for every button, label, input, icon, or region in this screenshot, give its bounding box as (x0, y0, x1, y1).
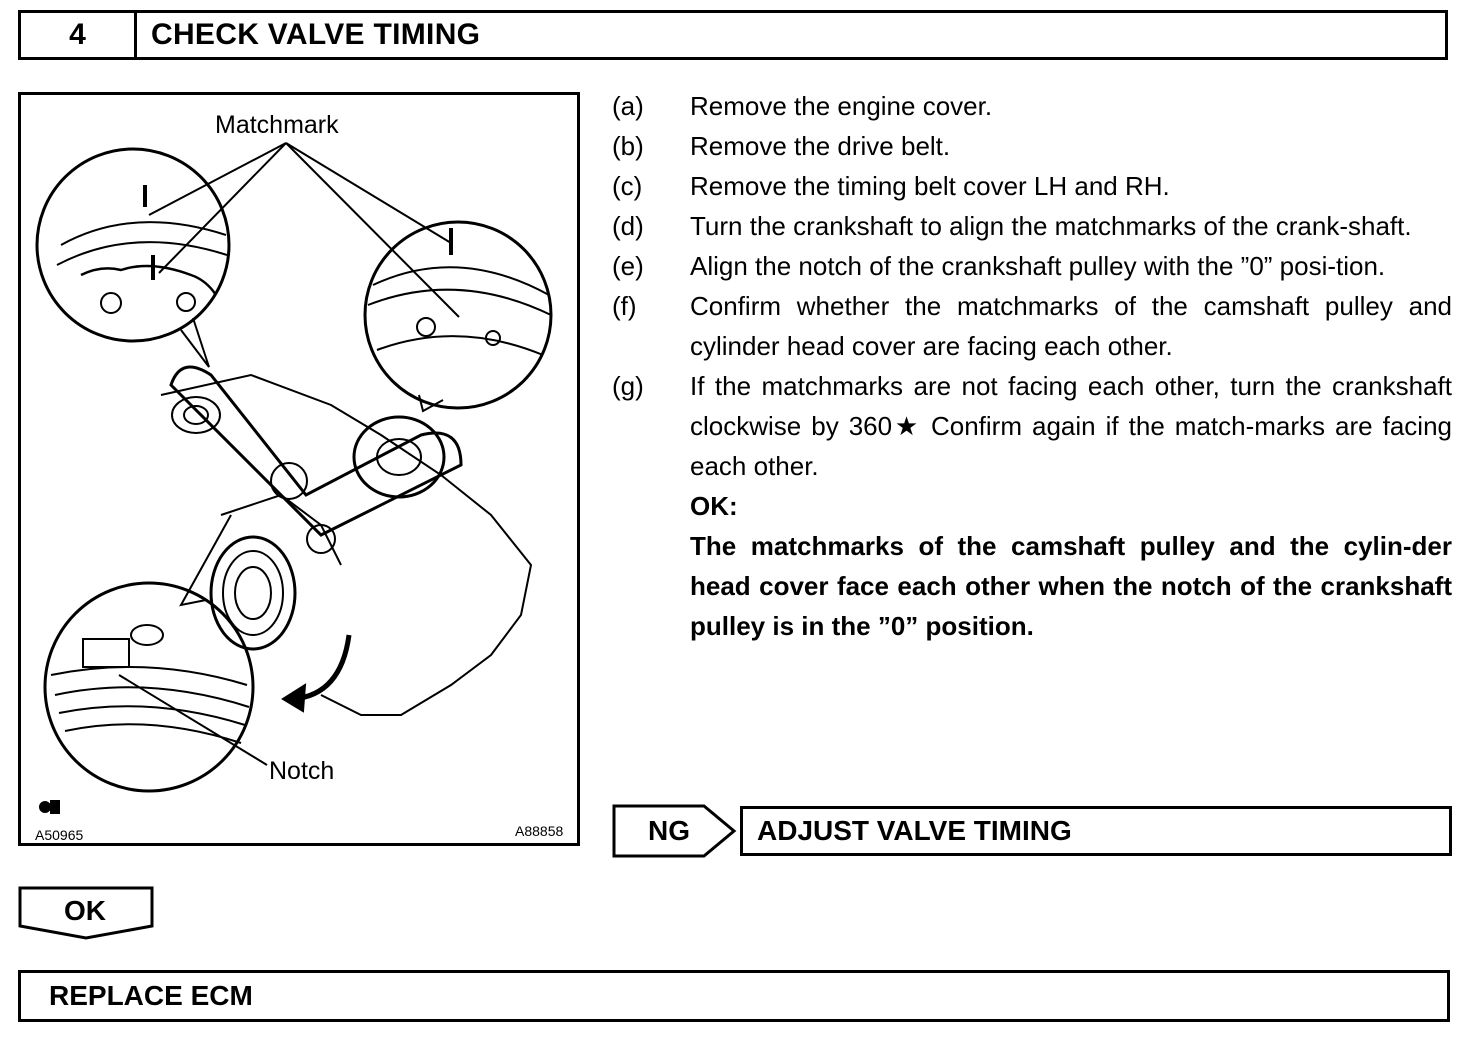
ng-arrow-icon (612, 804, 737, 858)
step-number: 4 (21, 13, 137, 57)
instruction-item: (b) Remove the drive belt. (612, 126, 1452, 166)
instruction-item: (e) Align the notch of the crankshaft pu… (612, 246, 1452, 286)
instruction-key: (g) (612, 371, 644, 401)
label-matchmark: Matchmark (215, 111, 339, 139)
instruction-item: (g) If the matchmarks are not facing eac… (612, 366, 1452, 486)
instruction-text: Align the notch of the crankshaft pulley… (690, 251, 1386, 281)
instruction-item: (a) Remove the engine cover. (612, 86, 1452, 126)
ng-action-box: ADJUST VALVE TIMING (740, 806, 1452, 856)
instruction-key: (d) (612, 211, 644, 241)
instruction-text: Turn the crankshaft to align the matchma… (690, 211, 1412, 241)
ok-label: OK (64, 895, 106, 926)
ok-arrow-icon (18, 886, 154, 940)
instruction-text: Remove the timing belt cover LH and RH. (690, 171, 1170, 201)
step-title: CHECK VALVE TIMING (151, 18, 481, 51)
instruction-key: (c) (612, 171, 643, 201)
instruction-item: (c) Remove the timing belt cover LH and … (612, 166, 1452, 206)
valve-timing-figure: Matchmark Notch A50965 A88858 (18, 92, 580, 846)
ok-result-text: The matchmarks of the camshaft pulley an… (690, 531, 1452, 641)
instruction-item: (f) Confirm whether the matchmarks of th… (612, 286, 1452, 366)
engine-illustration (35, 142, 553, 814)
instruction-list: (a) Remove the engine cover. (b) Remove … (612, 86, 1452, 646)
instruction-key: (e) (612, 251, 644, 281)
ok-inline-label: OK: (690, 491, 738, 521)
instruction-text: Remove the drive belt. (690, 131, 951, 161)
instruction-text: Confirm whether the matchmarks of the ca… (690, 291, 1452, 361)
instruction-key: (f) (612, 291, 637, 321)
ok-action-box: REPLACE ECM (18, 970, 1450, 1022)
instruction-key: (a) (612, 91, 644, 121)
figure-code-left: A50965 (35, 827, 84, 843)
instruction-key: (b) (612, 131, 644, 161)
instruction-text: Remove the engine cover. (690, 91, 993, 121)
figure-code-right: A88858 (515, 823, 564, 839)
instruction-text: If the matchmarks are not facing each ot… (690, 371, 1452, 481)
ng-label: NG (648, 815, 690, 846)
step-header: 4 CHECK VALVE TIMING (18, 10, 1448, 60)
instruction-item: (d) Turn the crankshaft to align the mat… (612, 206, 1452, 246)
label-notch: Notch (269, 757, 335, 785)
